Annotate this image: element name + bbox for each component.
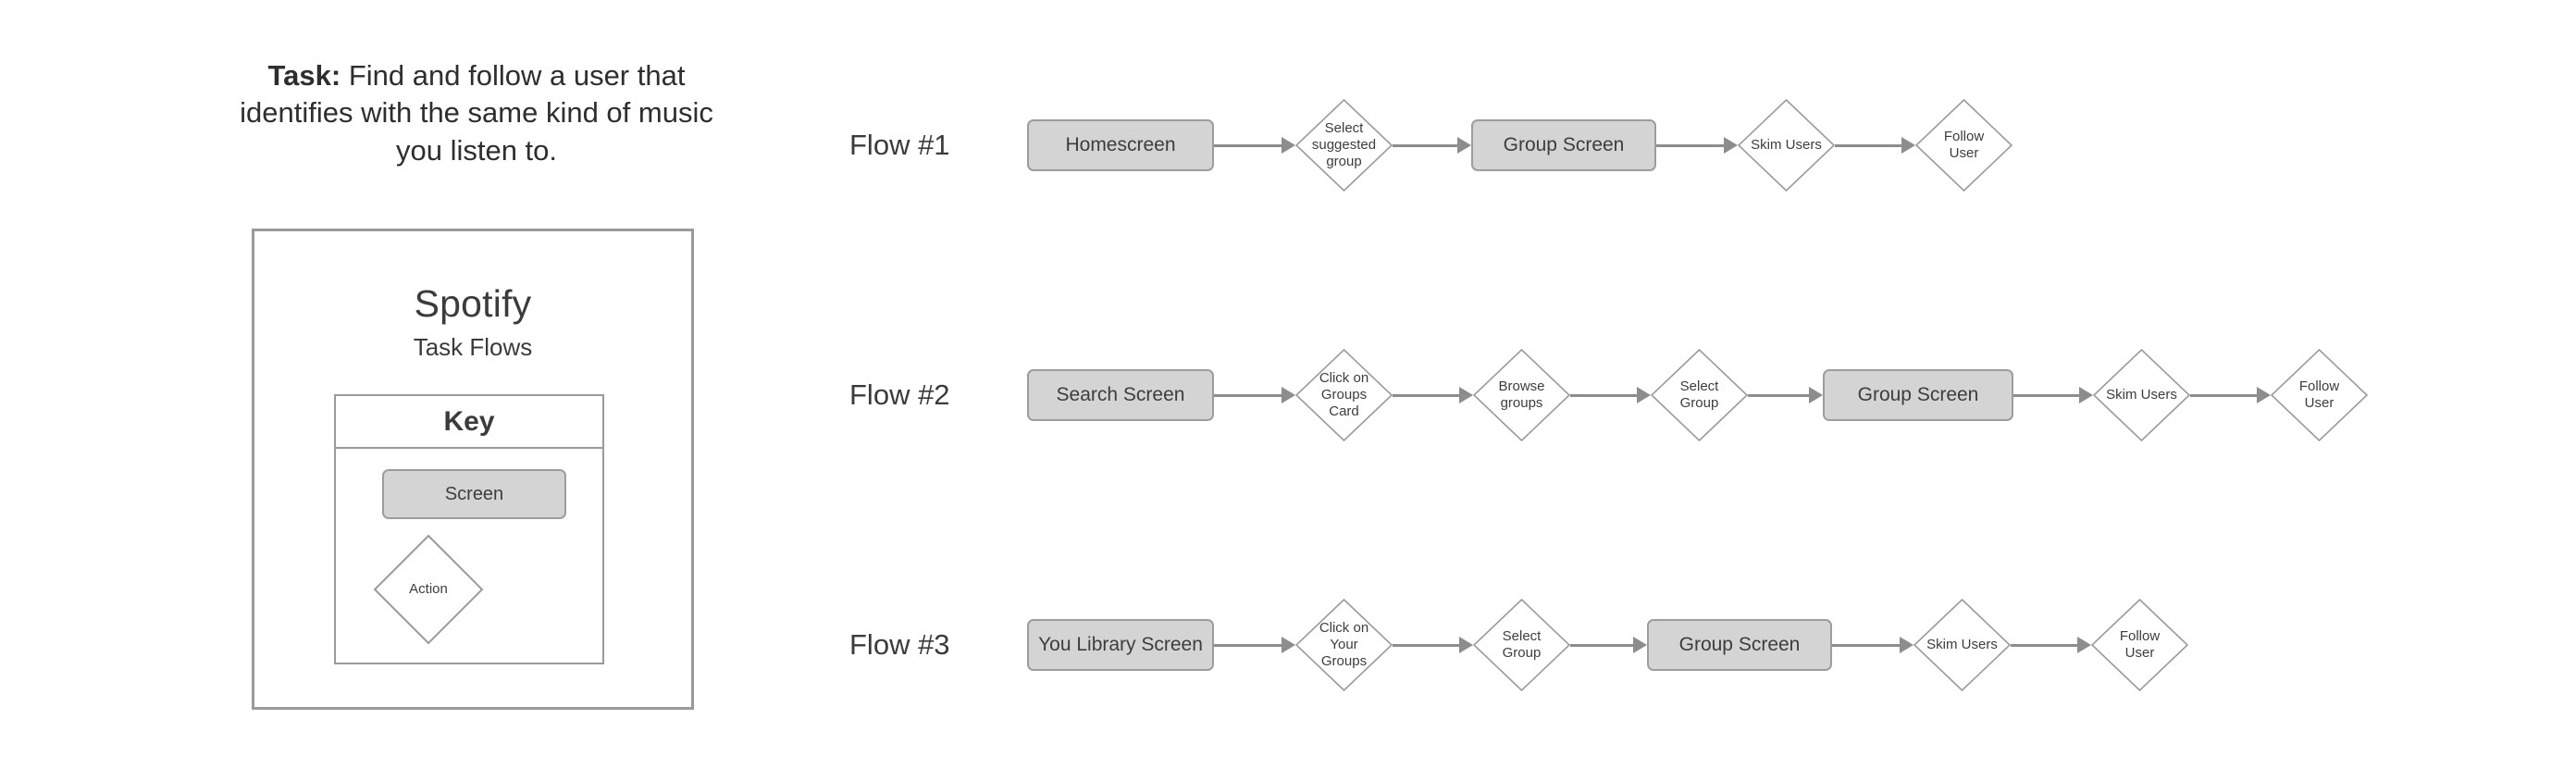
flow-connector-arrow	[1393, 585, 1473, 705]
screen-node-label: Search Screen	[1056, 384, 1185, 405]
flow-connector-arrow	[1570, 335, 1651, 455]
flow-connector-arrow	[1835, 85, 1915, 205]
connector-line	[1656, 143, 1724, 147]
diamond-shape-icon	[2271, 349, 2368, 441]
flow-row-1: Flow #1 Homescreen Select suggested group G…	[0, 85, 2576, 205]
flow-label-2: Flow #2	[849, 378, 950, 411]
key-sample-screen-label: Screen	[444, 483, 504, 504]
flow-row-2: Flow #2 Search Screen Click on Groups Card…	[0, 335, 2576, 455]
flow-connector-arrow	[1214, 335, 1295, 455]
diamond-shape-icon	[1473, 599, 1570, 691]
arrowhead-icon	[2077, 637, 2091, 653]
diamond-shape-icon	[1473, 349, 1570, 441]
diamond-shape-icon	[1295, 99, 1393, 192]
connector-line	[2011, 643, 2077, 647]
screen-node[interactable]: Homescreen	[1027, 119, 1214, 171]
arrowhead-icon	[1282, 637, 1295, 653]
flow-connector-arrow	[2011, 585, 2091, 705]
flow-label-1: Flow #1	[849, 129, 950, 161]
arrowhead-icon	[2257, 387, 2271, 403]
screen-node[interactable]: Group Screen	[1647, 619, 1832, 671]
connector-line	[2190, 393, 2257, 397]
arrowhead-icon	[1282, 387, 1295, 403]
connector-line	[1214, 393, 1282, 397]
screen-node[interactable]: Group Screen	[1823, 369, 2013, 421]
screen-node[interactable]: Search Screen	[1027, 369, 1214, 421]
flow-connector-arrow	[1748, 335, 1823, 455]
screen-node[interactable]: Group Screen	[1471, 119, 1656, 171]
task-description: Find and follow a user that identifies w…	[240, 59, 713, 167]
connector-line	[1393, 143, 1457, 147]
diamond-shape-icon	[2091, 599, 2188, 691]
key-legend-box: Key Screen Action	[334, 394, 604, 664]
title-key-panel: Spotify Task Flows Key Screen Action	[252, 229, 694, 710]
screen-node[interactable]: You Library Screen	[1027, 619, 1214, 671]
flow-connector-arrow	[2190, 335, 2271, 455]
action-node[interactable]: Click on Your Groups	[1295, 599, 1393, 691]
arrowhead-icon	[2079, 387, 2093, 403]
connector-line	[1214, 143, 1282, 147]
flow-connector-arrow	[1570, 585, 1647, 705]
flow-connector-arrow	[1214, 585, 1295, 705]
task-label: Task:	[267, 59, 341, 92]
diamond-shape-icon	[2093, 349, 2190, 441]
action-node[interactable]: Skim Users	[1913, 599, 2011, 691]
screen-node-label: You Library Screen	[1038, 634, 1203, 655]
arrowhead-icon	[1901, 137, 1915, 154]
arrowhead-icon	[1900, 637, 1913, 653]
action-node[interactable]: Select suggested group	[1295, 99, 1393, 192]
diamond-shape-icon	[1738, 99, 1835, 192]
arrowhead-icon	[1724, 137, 1738, 154]
action-node[interactable]: Skim Users	[1738, 99, 1835, 192]
diamond-shape-icon	[1915, 99, 2012, 192]
connector-line	[1214, 643, 1282, 647]
arrowhead-icon	[1637, 387, 1651, 403]
connector-line	[1570, 393, 1637, 397]
flow-connector-arrow	[1214, 85, 1295, 205]
flow-connector-arrow	[1656, 85, 1738, 205]
task-statement: Task: Find and follow a user that identi…	[231, 57, 722, 169]
key-legend-title: Key	[443, 405, 495, 437]
connector-line	[1570, 643, 1633, 647]
arrowhead-icon	[1459, 637, 1473, 653]
flow-row-3: Flow #3 You Library Screen Click on Your G…	[0, 585, 2576, 705]
action-node[interactable]: Follow User	[2271, 349, 2368, 441]
brand-subtitle: Task Flows	[413, 333, 533, 361]
action-node[interactable]: Click on Groups Card	[1295, 349, 1393, 441]
arrowhead-icon	[1809, 387, 1823, 403]
brand-title: Spotify	[414, 282, 532, 325]
screen-node-label: Homescreen	[1065, 134, 1176, 155]
screen-node-label: Group Screen	[1678, 634, 1801, 655]
connector-line	[1393, 393, 1459, 397]
diamond-shape-icon	[1295, 599, 1393, 691]
arrowhead-icon	[1457, 137, 1471, 154]
action-node[interactable]: Follow User	[1915, 99, 2012, 192]
diamond-shape-icon	[1913, 599, 2011, 691]
connector-line	[1748, 393, 1809, 397]
action-node[interactable]: Skim Users	[2093, 349, 2190, 441]
arrowhead-icon	[1459, 387, 1473, 403]
connector-line	[1835, 143, 1901, 147]
screen-node-label: Group Screen	[1503, 134, 1625, 155]
flow-connector-arrow	[1393, 85, 1471, 205]
flow-connector-arrow	[2013, 335, 2093, 455]
connector-line	[1832, 643, 1900, 647]
connector-line	[1393, 643, 1459, 647]
arrowhead-icon	[1633, 637, 1647, 653]
diamond-shape-icon	[373, 534, 484, 645]
connector-line	[2013, 393, 2079, 397]
screen-node-label: Group Screen	[1857, 384, 1979, 405]
flow-connector-arrow	[1832, 585, 1913, 705]
diamond-shape-icon	[1651, 349, 1748, 441]
action-node[interactable]: Browse groups	[1473, 349, 1570, 441]
arrowhead-icon	[1282, 137, 1295, 154]
key-sample-screen-node: Screen	[382, 469, 566, 519]
diamond-shape-icon	[1295, 349, 1393, 441]
action-node[interactable]: Select Group	[1651, 349, 1748, 441]
flow-connector-arrow	[1393, 335, 1473, 455]
flow-label-3: Flow #3	[849, 628, 950, 661]
action-node[interactable]: Follow User	[2091, 599, 2188, 691]
key-legend-header: Key	[336, 396, 602, 449]
action-node[interactable]: Select Group	[1473, 599, 1570, 691]
